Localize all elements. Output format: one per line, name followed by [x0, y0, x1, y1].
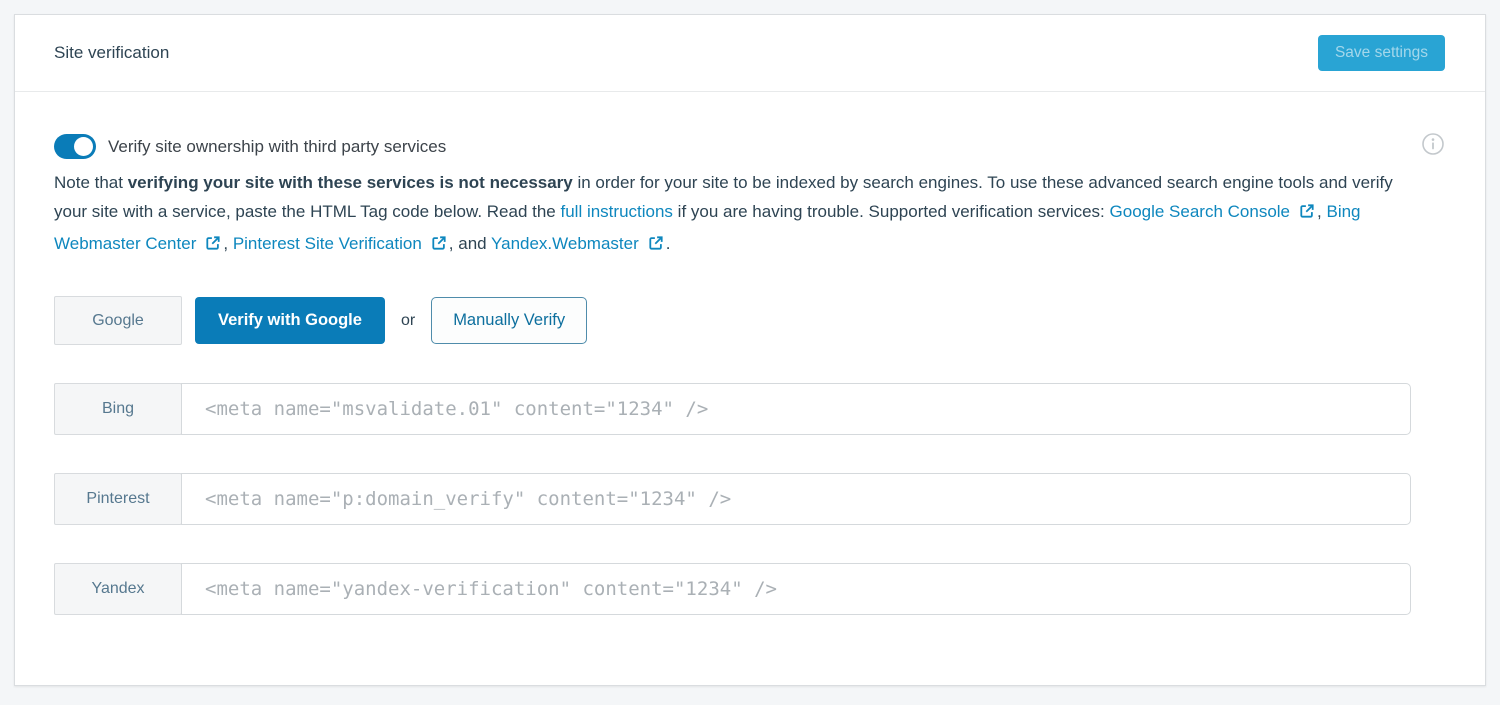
save-settings-button[interactable]: Save settings — [1317, 35, 1445, 71]
description-sep3: , and — [448, 234, 492, 253]
google-search-console-link[interactable]: Google Search Console — [1109, 202, 1291, 221]
toggle-label: Verify site ownership with third party s… — [108, 136, 447, 156]
description-prefix: Note that — [54, 173, 128, 192]
service-row-yandex: Yandex — [54, 563, 1411, 615]
pinterest-label: Pinterest — [54, 473, 182, 525]
service-row-pinterest: Pinterest — [54, 473, 1411, 525]
description-text: Note that verifying your site with these… — [54, 168, 1411, 261]
description-bold: verifying your site with these services … — [127, 173, 573, 192]
info-icon[interactable] — [1421, 132, 1445, 161]
site-verification-card: Site verification Save settings Verify s… — [14, 14, 1486, 686]
bing-verification-input[interactable] — [181, 383, 1411, 435]
manually-verify-button[interactable]: Manually Verify — [431, 297, 588, 344]
google-label: Google — [54, 296, 182, 345]
bing-label: Bing — [54, 383, 182, 435]
yandex-webmaster-link[interactable]: Yandex.Webmaster — [491, 234, 639, 253]
description-sep2: , — [223, 234, 233, 253]
toggle-row: Verify site ownership with third party s… — [54, 134, 1411, 159]
description-middle: in order for your site to be indexed by … — [54, 173, 1393, 221]
description-after-instructions: if you are having trouble. Supported ver… — [672, 202, 1110, 221]
full-instructions-link[interactable]: full instructions — [560, 202, 673, 221]
card-content: Verify site ownership with third party s… — [15, 92, 1485, 615]
pinterest-verification-input[interactable] — [181, 473, 1411, 525]
yandex-label: Yandex — [54, 563, 182, 615]
external-link-icon — [1298, 200, 1316, 229]
description-sep1: , — [1317, 202, 1327, 221]
or-text: or — [400, 311, 416, 329]
yandex-verification-input[interactable] — [181, 563, 1411, 615]
card-header: Site verification Save settings — [15, 15, 1485, 92]
pinterest-verification-link[interactable]: Pinterest Site Verification — [232, 234, 422, 253]
service-row-bing: Bing — [54, 383, 1411, 435]
page-title: Site verification — [54, 43, 170, 62]
bing-webmaster-link[interactable]: Bing Webmaster Center — [54, 202, 1361, 253]
google-row: Google Verify with Google or Manually Ve… — [54, 296, 1411, 345]
external-link-icon — [204, 232, 222, 261]
external-link-icon — [430, 232, 448, 261]
description-period: . — [665, 234, 671, 253]
verify-ownership-toggle[interactable] — [54, 134, 96, 159]
toggle-knob — [74, 137, 93, 156]
external-link-icon — [647, 232, 665, 261]
verify-with-google-button[interactable]: Verify with Google — [195, 297, 385, 344]
